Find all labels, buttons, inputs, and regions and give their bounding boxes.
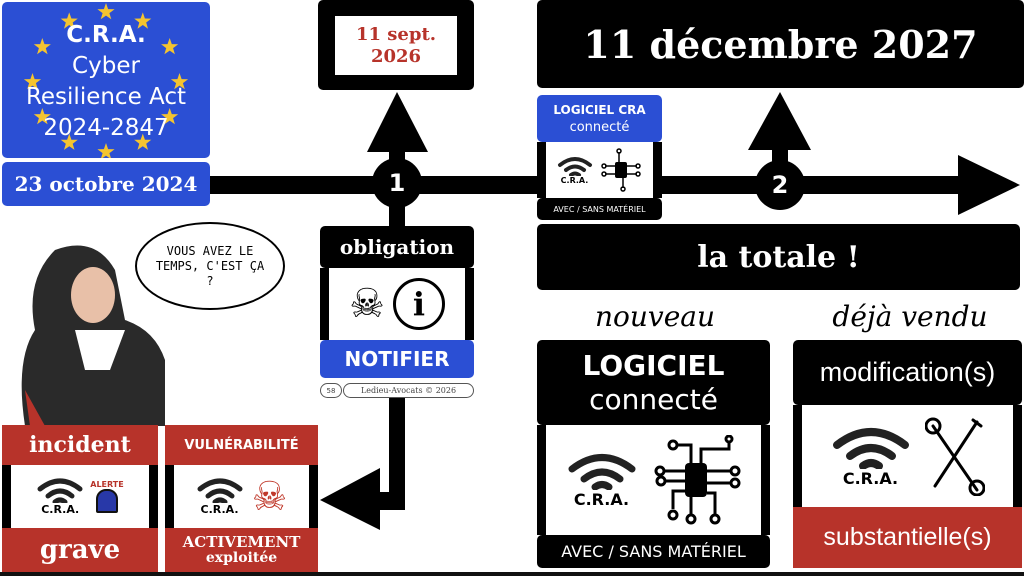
milestone-1-date-line1: 11 sept. <box>355 23 437 45</box>
nouveau-label: nouveau <box>594 299 716 333</box>
wifi-icon <box>557 156 592 176</box>
nouveau-subtitle: connecté <box>589 382 718 416</box>
wifi-icon <box>197 478 243 503</box>
eu-star-icon <box>33 108 51 125</box>
eu-star-icon <box>23 73 42 90</box>
eu-star-icon <box>60 12 78 29</box>
circuit-chip-icon <box>600 148 641 192</box>
vulnerability-title: VULNÉRABILITÉ <box>165 425 318 465</box>
character-illustration <box>21 245 165 426</box>
nouveau-icons: C.R.A. <box>537 425 770 535</box>
circuit-chip-icon <box>654 435 740 525</box>
eu-stars-icon <box>23 3 189 158</box>
vulnerability-status-detail: exploitée <box>205 550 278 566</box>
cra-line-cyber: Cyber <box>72 53 140 79</box>
cra-badge: C.R.A. <box>560 175 589 185</box>
alarm-siren-icon: ALERTE <box>90 480 124 513</box>
milestone-1-marker: 1 <box>372 158 422 208</box>
deja-vendu-icons: C.R.A. <box>793 405 1022 507</box>
eu-star-icon <box>97 3 115 20</box>
eu-star-icon <box>161 108 179 125</box>
cra-badge: C.R.A. <box>200 503 239 516</box>
cra-regulation-number: 2024-2847 <box>43 115 169 141</box>
logiciel-cra-icons: C.R.A. <box>537 142 662 198</box>
obligation-title: obligation <box>320 226 474 268</box>
eu-star-icon <box>170 73 189 90</box>
eu-star-icon <box>97 143 115 158</box>
speech-bubble: VOUS AVEZ LE TEMPS, C'EST ÇA ? <box>135 222 285 310</box>
wifi-icon <box>37 478 83 503</box>
start-date: 23 octobre 2024 <box>2 162 210 206</box>
copyright: Ledieu-Avocats © 2026 <box>343 383 474 398</box>
deja-vendu-label: déjà vendu <box>832 299 988 333</box>
skull-crossbones-icon: ☠ <box>251 473 288 520</box>
eu-star-icon <box>60 133 78 150</box>
notifier-label: NOTIFIER <box>320 340 474 378</box>
eu-flag-box: C.R.A. Cyber Resilience Act 2024-2847 <box>2 2 210 158</box>
wifi-icon <box>568 453 635 490</box>
cra-line-resilience: Resilience Act <box>25 84 187 110</box>
logiciel-cra-title: LOGICIEL CRA <box>553 102 646 117</box>
vulnerability-status: ACTIVEMENT <box>182 533 301 551</box>
eu-star-icon <box>161 38 179 55</box>
milestone-1-date-box: 11 sept. 2026 <box>318 0 474 90</box>
nouveau-title: LOGICIEL <box>582 348 725 382</box>
cra-badge: C.R.A. <box>41 503 80 516</box>
logiciel-cra-subtitle: connecté <box>569 119 630 135</box>
pirate-skull-icon: ☠ <box>349 281 385 327</box>
eu-star-icon <box>134 12 152 29</box>
page-number: 58 <box>320 383 342 398</box>
deja-vendu-title: modification(s) <box>793 340 1022 405</box>
vulnerability-icons: C.R.A. ☠ <box>165 465 318 528</box>
totale-banner: la totale ! <box>537 224 1020 290</box>
milestone-2-date: 11 décembre 2027 <box>537 0 1024 88</box>
cra-badge: C.R.A. <box>842 468 899 488</box>
incident-severity: grave <box>2 528 158 572</box>
cra-acronym: C.R.A. <box>66 22 146 48</box>
eu-star-icon <box>33 38 51 55</box>
logiciel-cra-hardware: AVEC / SANS MATÉRIEL <box>537 198 662 220</box>
obligation-icons: ☠ i <box>320 268 474 340</box>
wrench-screwdriver-icon <box>924 417 985 496</box>
siren-label: ALERTE <box>90 480 124 489</box>
milestone-1-date-line2: 2026 <box>370 45 422 67</box>
deja-vendu-bottom: substantielle(s) <box>793 507 1022 568</box>
info-icon: i <box>392 278 445 330</box>
milestone-2-marker: 2 <box>755 160 805 210</box>
wifi-icon <box>832 427 909 469</box>
incident-icons: C.R.A. ALERTE <box>2 465 158 528</box>
cra-badge: C.R.A. <box>573 489 630 509</box>
eu-star-icon <box>134 133 152 150</box>
incident-title: incident <box>2 425 158 465</box>
nouveau-hardware: AVEC / SANS MATÉRIEL <box>537 535 770 568</box>
